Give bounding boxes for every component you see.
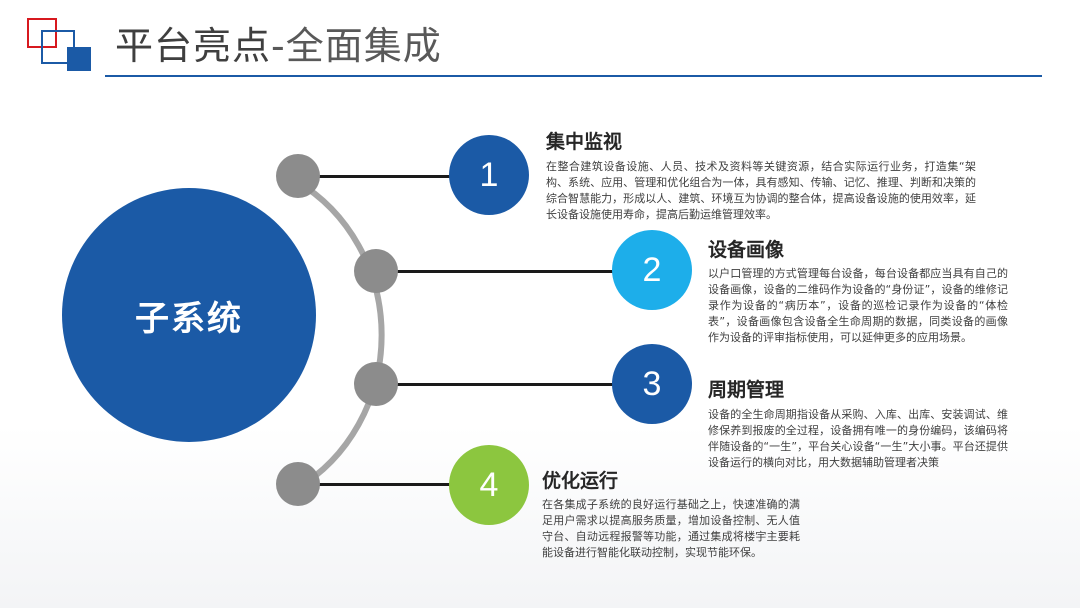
number-badge-2: 2	[612, 230, 692, 310]
item-1-body: 在整合建筑设备设施、人员、技术及资料等关键资源，结合实际运行业务，打造集“架构、…	[546, 160, 976, 221]
item-3-title: 周期管理	[708, 379, 785, 401]
page-title-sub: -全面集成	[271, 24, 442, 68]
ring-node-4	[276, 462, 320, 506]
logo-blue-square	[67, 47, 91, 71]
logo-squares-icon	[27, 18, 97, 78]
number-badge-1-text: 1	[479, 155, 499, 194]
subsystem-label: 子系统	[135, 298, 243, 339]
ring-arc-path	[294, 178, 385, 492]
item-4-title: 优化运行	[542, 470, 619, 492]
number-badge-4: 4	[449, 445, 529, 525]
title-underline	[105, 75, 1042, 77]
ring-node-3	[354, 362, 398, 406]
number-badge-3-text: 3	[642, 364, 662, 403]
item-3-body: 设备的全生命周期指设备从采购、入库、出库、安装调试、维修保养到报废的全过程，设备…	[708, 408, 1008, 469]
page-title: 平台亮点-全面集成	[115, 22, 442, 70]
item-1-title: 集中监视	[546, 131, 623, 153]
connector-line-3	[396, 383, 614, 386]
number-badge-1: 1	[449, 135, 529, 215]
item-2-title: 设备画像	[708, 239, 785, 261]
connector-line-4	[318, 483, 452, 486]
connector-line-2	[396, 270, 614, 273]
item-2-body: 以户口管理的方式管理每台设备，每台设备都应当具有自己的设备画像，设备的二维码作为…	[708, 267, 1008, 344]
number-badge-4-text: 4	[479, 465, 499, 504]
number-badge-3: 3	[612, 344, 692, 424]
ring-node-2	[354, 249, 398, 293]
ring-node-1	[276, 154, 320, 198]
item-4-body: 在各集成子系统的良好运行基础之上，快速准确的满足用户需求以提高服务质量，增加设备…	[542, 498, 800, 559]
number-badge-2-text: 2	[642, 250, 662, 289]
subsystem-circle: 子系统	[62, 188, 316, 442]
page-title-main: 平台亮点	[115, 24, 272, 68]
connector-line-1	[318, 175, 452, 178]
